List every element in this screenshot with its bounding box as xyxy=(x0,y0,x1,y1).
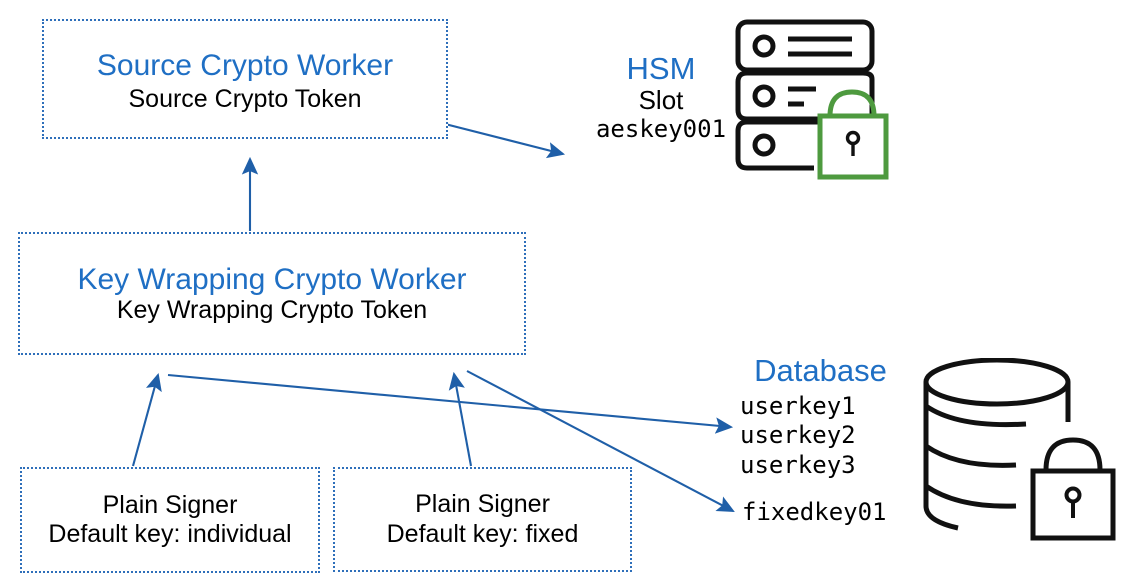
node-line-2: Default key: individual xyxy=(48,520,292,548)
node-plain-signer-individual[interactable]: Plain Signer Default key: individual xyxy=(20,467,320,573)
node-plain-signer-fixed[interactable]: Plain Signer Default key: fixed xyxy=(333,467,632,572)
hsm-title: HSM xyxy=(626,51,696,86)
hsm-slot-label: Slot xyxy=(638,85,684,116)
node-subtitle: Source Crypto Token xyxy=(128,84,362,113)
node-source-crypto-worker[interactable]: Source Crypto Worker Source Crypto Token xyxy=(42,19,448,139)
database-title: Database xyxy=(738,353,903,388)
hsm-label-group: HSM Slot aeskey001 xyxy=(576,51,746,144)
database-key-list: userkey1 userkey2 userkey3 xyxy=(740,392,856,480)
database-key-userkey3: userkey3 xyxy=(740,450,856,479)
edge-signer-individual-to-keywrap xyxy=(131,372,162,467)
node-title: Key Wrapping Crypto Worker xyxy=(77,262,467,296)
hsm-server-rack-icon xyxy=(732,16,904,186)
node-key-wrapping-crypto-worker[interactable]: Key Wrapping Crypto Worker Key Wrapping … xyxy=(18,232,526,355)
hsm-key-aeskey001: aeskey001 xyxy=(595,114,727,143)
edge-signer-fixed-to-keywrap xyxy=(448,371,473,467)
database-key-userkey1: userkey1 xyxy=(740,392,856,420)
database-title-text: Database xyxy=(754,353,887,388)
database-key-userkey2: userkey2 xyxy=(740,421,856,450)
database-key-fixedkey01: fixedkey01 xyxy=(742,498,887,526)
node-line-1: Plain Signer xyxy=(415,490,550,518)
node-subtitle: Key Wrapping Crypto Token xyxy=(116,296,428,325)
database-cylinder-icon xyxy=(918,357,1120,560)
edge-keywrap-to-userkeys xyxy=(167,373,734,434)
node-line-1: Plain Signer xyxy=(102,490,238,519)
node-title: Source Crypto Worker xyxy=(96,49,394,83)
node-line-2: Default key: fixed xyxy=(386,519,579,548)
database-fixed-key: fixedkey01 xyxy=(742,498,887,527)
